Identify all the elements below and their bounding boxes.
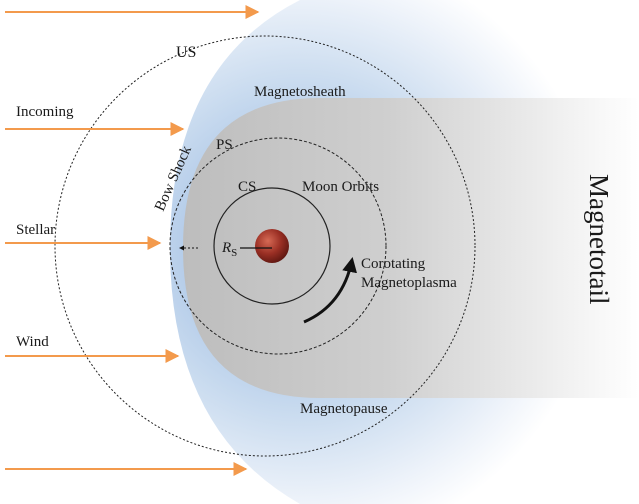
radius-symbol: R (221, 240, 231, 256)
incoming-label: Incoming (16, 104, 74, 120)
upstream-sphere-circle (54, 35, 476, 457)
magnetopause-label: Magnetopause (300, 401, 388, 417)
planet-sphere-icon (255, 229, 289, 263)
upstream-sphere-label: US (176, 44, 196, 61)
magnetoplasma-label: Magnetoplasma (361, 275, 457, 291)
wind-label: Wind (16, 334, 49, 350)
corotation-sphere-label: CS (238, 179, 256, 195)
moon-orbits-label: Moon Orbits (302, 179, 379, 195)
corotation-sphere-circle (213, 187, 331, 305)
corotating-label: Corotating (361, 256, 426, 272)
magnetosheath-label: Magnetosheath (254, 84, 346, 100)
plasma-sphere-circle (169, 137, 387, 355)
radius-subscript: S (231, 247, 237, 259)
magnetotail-label: Magnetotail (584, 174, 614, 304)
radius-label: RS (221, 240, 237, 259)
curved-arrow-icon (303, 257, 357, 324)
stellar-label: Stellar (16, 222, 55, 238)
plasma-sphere-label: PS (216, 137, 233, 153)
magnetosphere-region (183, 98, 639, 398)
